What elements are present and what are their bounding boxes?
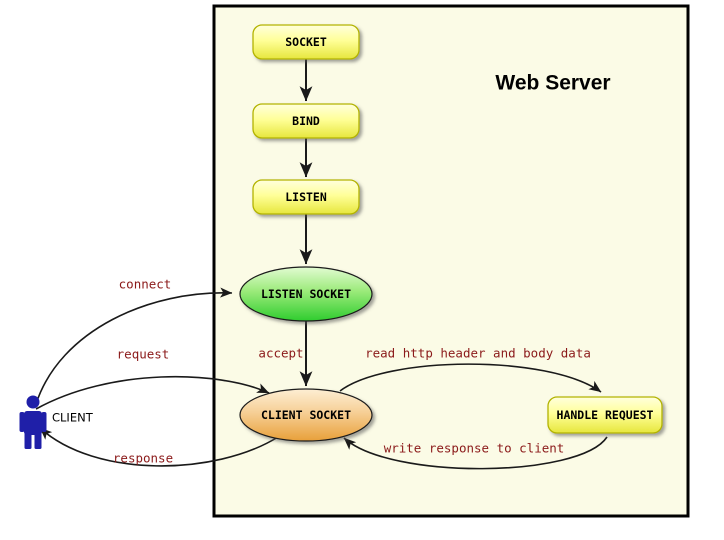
node-client-socket[interactable]: CLIENT SOCKET [239,388,373,442]
page-title: Web Server [495,72,610,95]
node-socket-label: SOCKET [285,35,327,49]
edge-handle-request-to-client-socket [343,436,608,470]
edge-client-socket-to-handle-request [339,363,602,393]
edge-label-read-http: read http header and body data [365,346,591,361]
node-listen-socket[interactable]: LISTEN SOCKET [239,266,373,322]
node-handle-request[interactable]: HANDLE REQUEST [547,396,663,434]
node-socket[interactable]: SOCKET [252,24,360,60]
edge-client-to-client-socket [35,375,270,410]
person-icon [19,395,47,449]
edge-label-write-response: write response to client [384,441,565,456]
edge-label-connect: connect [119,277,172,292]
edge-client-socket-to-client [39,427,279,467]
node-handle-request-label: HANDLE REQUEST [557,408,654,422]
node-bind-label: BIND [292,114,320,128]
edge-client-to-listen-socket [35,287,233,405]
client-actor-label: CLIENT [52,411,94,425]
edge-label-accept: accept [258,346,303,361]
node-listen-label: LISTEN [285,190,327,204]
edge-label-request: request [117,347,170,362]
node-listen-socket-label: LISTEN SOCKET [261,287,351,301]
node-client-socket-label: CLIENT SOCKET [261,408,351,422]
node-listen[interactable]: LISTEN [252,179,360,215]
node-bind[interactable]: BIND [252,103,360,139]
client-actor[interactable]: CLIENT [19,395,94,450]
edge-label-response: response [113,451,173,466]
